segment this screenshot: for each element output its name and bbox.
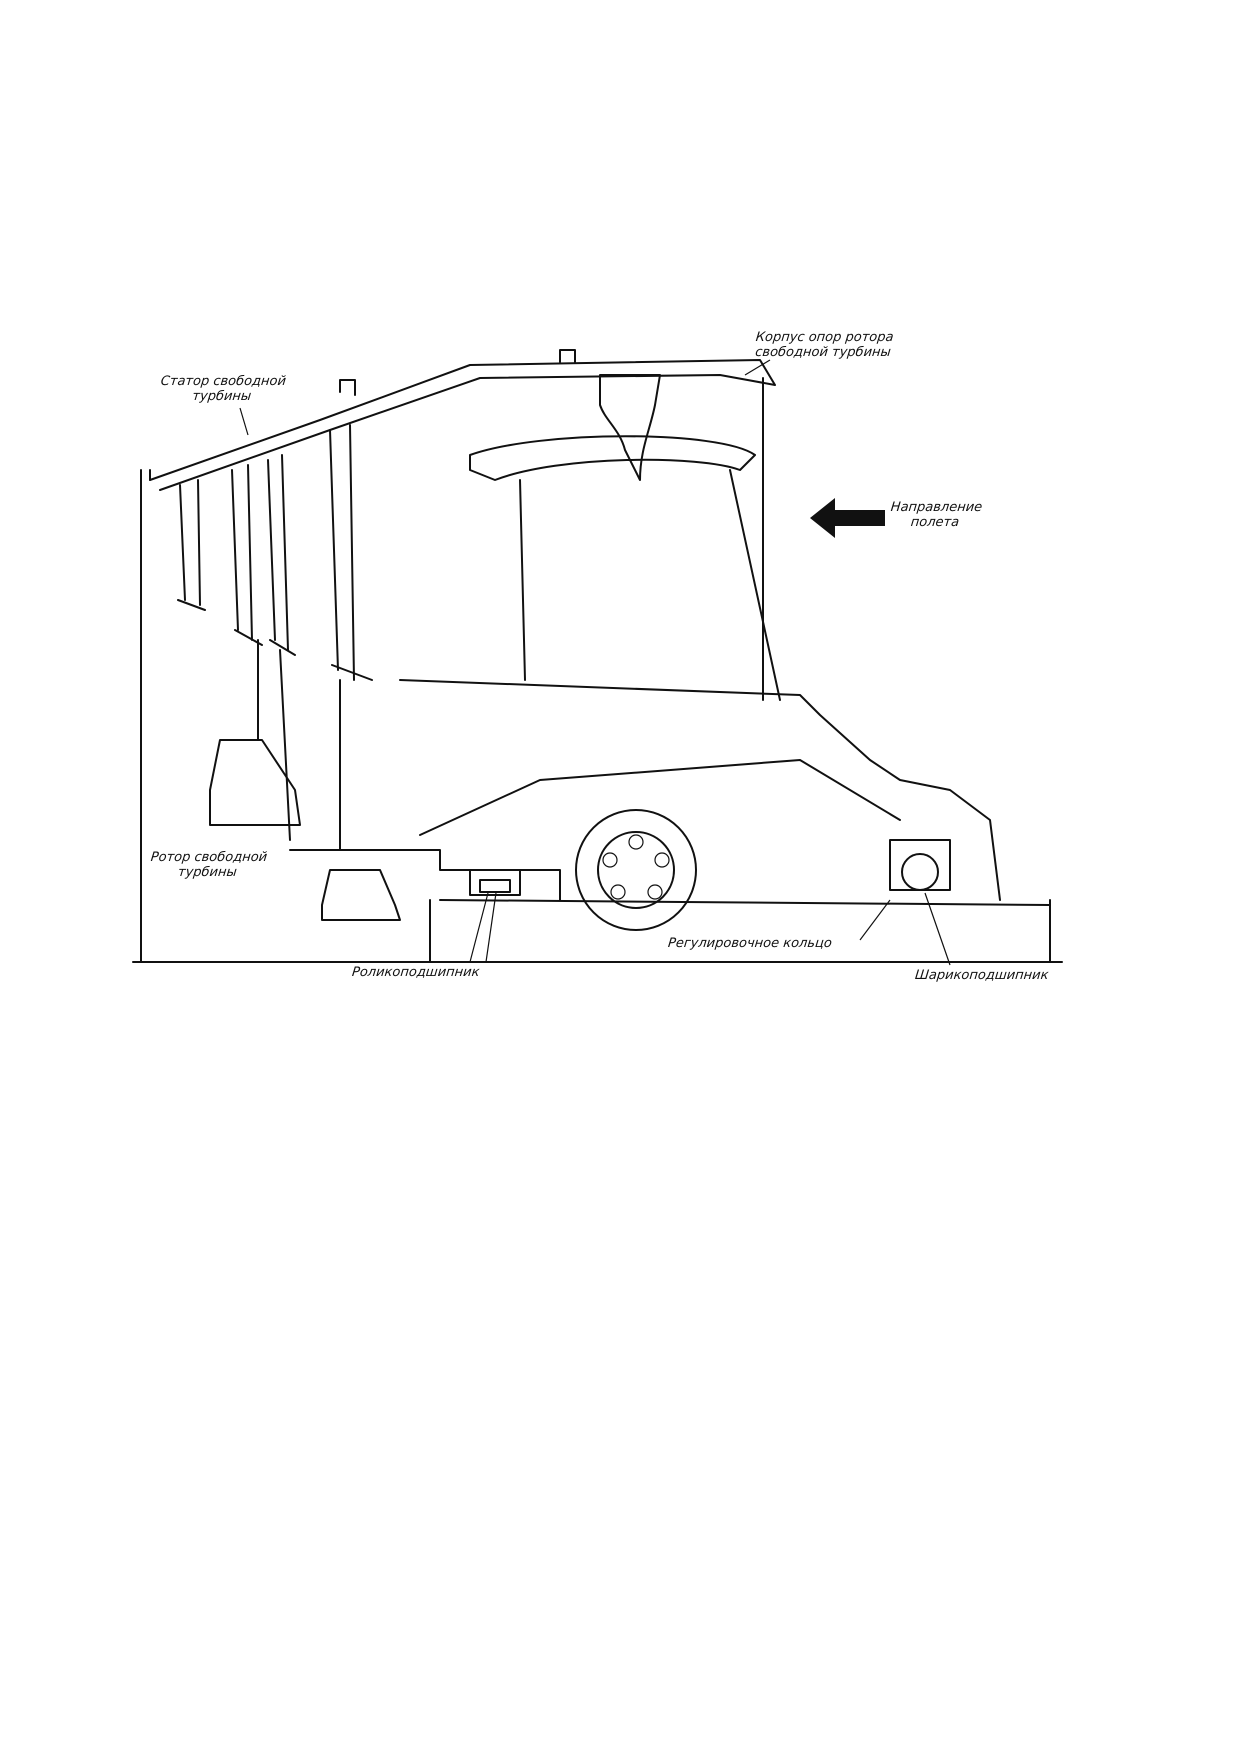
label-casing: Корпус опор ротора свободной турбины xyxy=(753,330,894,360)
turbine-stage-4 xyxy=(329,424,373,681)
leader-adjusting-ring xyxy=(859,899,891,941)
right-frame xyxy=(762,377,1051,963)
label-direction: Направление полета xyxy=(888,500,983,530)
label-stator-line1: Статор свободной xyxy=(160,374,287,389)
label-rotor-line1: Ротор свободной xyxy=(150,850,268,865)
shaft-housing xyxy=(419,759,1051,906)
gear-hole-1 xyxy=(628,834,644,850)
exhaust-duct-walls xyxy=(519,469,781,701)
turbine-stage-2 xyxy=(231,464,263,646)
flight-direction-arrow xyxy=(810,498,885,538)
roller-bearing-race xyxy=(479,879,511,893)
label-rotor-line2: турбины xyxy=(177,865,238,880)
support-cone xyxy=(399,679,1001,901)
gear-outer xyxy=(575,809,697,931)
rotor-disk-2 xyxy=(321,869,401,921)
label-stator: Статор свободной турбины xyxy=(158,374,287,404)
gear-hole-5 xyxy=(602,852,618,868)
label-casing-line2: свободной турбины xyxy=(754,345,892,360)
leader-ball xyxy=(924,892,951,966)
leader-roller xyxy=(469,892,497,963)
gear-hole-2 xyxy=(654,852,670,868)
label-ball-bearing: Шарикоподшипник xyxy=(914,968,1050,983)
label-direction-line2: полета xyxy=(909,515,960,530)
label-direction-line1: Направление xyxy=(890,500,983,515)
left-frame xyxy=(140,469,151,963)
leader-casing xyxy=(744,359,771,376)
exhaust-duct xyxy=(469,435,756,481)
exhaust-nozzle xyxy=(599,374,661,481)
gear-hole-3 xyxy=(647,884,663,900)
label-roller-bearing: Роликоподшипник xyxy=(351,965,481,980)
rotor-hub xyxy=(257,639,341,851)
label-rotor: Ротор свободной турбины xyxy=(148,850,268,880)
stator-casing xyxy=(149,359,776,491)
gear-hole-4 xyxy=(610,884,626,900)
turbine-stage-3 xyxy=(267,454,296,656)
ball-bearing-shape xyxy=(901,853,939,891)
gear-inner xyxy=(597,831,675,909)
leader-stator xyxy=(239,407,249,436)
rotor-disk-1 xyxy=(209,739,301,826)
casing-flange xyxy=(339,349,576,396)
label-stator-line2: турбины xyxy=(191,389,252,404)
label-casing-line1: Корпус опор ротора xyxy=(755,330,895,345)
inner-shaft xyxy=(289,849,561,963)
roller-bearing-shape xyxy=(469,869,521,896)
label-adjusting-ring: Регулировочное кольцо xyxy=(667,936,833,951)
ball-bearing-housing xyxy=(889,839,951,891)
turbine-stage-1 xyxy=(177,479,206,611)
